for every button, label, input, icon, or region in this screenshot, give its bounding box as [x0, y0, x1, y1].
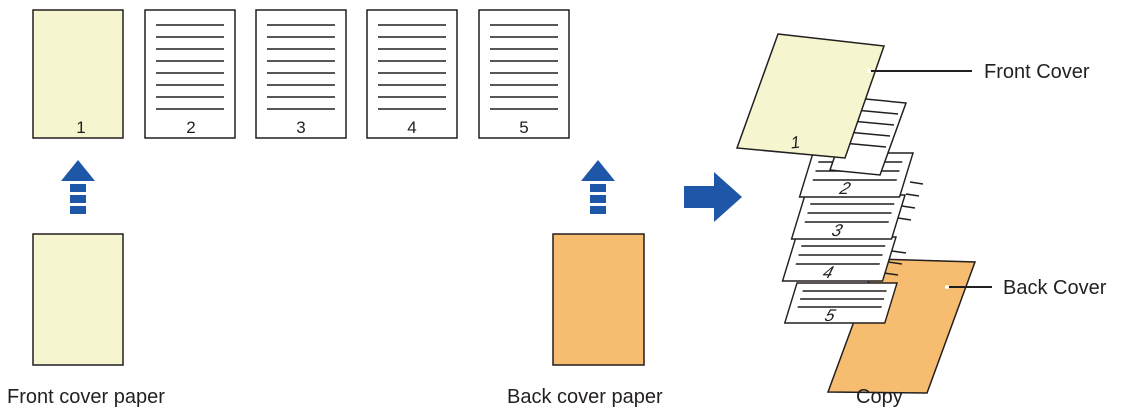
- copy-front-cover: 1: [735, 33, 886, 159]
- back-cover-callout: Back Cover: [945, 277, 1107, 299]
- dashed-up-arrow-icon: [581, 160, 615, 214]
- page-number: 2: [186, 118, 195, 137]
- sheet-number: 1: [790, 133, 801, 153]
- copy-sheet-4: 4: [781, 236, 897, 282]
- copy-sheet-3: 3: [790, 194, 906, 240]
- text-lines: [378, 24, 446, 110]
- original-page-5: 5: [478, 9, 570, 139]
- front-cover-paper: [32, 233, 124, 366]
- sheet-edges: [897, 181, 924, 221]
- back-cover-paper-label: Back cover paper: [507, 386, 663, 408]
- back-cover-label: Back Cover: [1003, 277, 1107, 299]
- sheet-edges: [883, 250, 907, 276]
- right-arrow-icon: [684, 172, 742, 222]
- text-lines: [156, 24, 224, 110]
- page-number: 4: [407, 118, 416, 137]
- original-page-3: 3: [255, 9, 347, 139]
- back-cover-paper: [552, 233, 645, 366]
- dashed-up-arrow-icon: [61, 160, 95, 214]
- page-number: 3: [296, 118, 305, 137]
- front-cover-label: Front Cover: [984, 61, 1090, 83]
- original-page-1: 1: [32, 9, 124, 139]
- copy-sheet-5: 5: [783, 282, 898, 325]
- copy-stack: 5 4 3: [735, 33, 977, 394]
- original-page-2: 2: [144, 9, 236, 139]
- front-cover-paper-label: Front cover paper: [7, 386, 165, 408]
- text-lines: [267, 24, 335, 110]
- copy-label: Copy: [856, 386, 903, 408]
- text-lines: [490, 24, 558, 110]
- page-number: 1: [76, 118, 85, 137]
- page-number: 5: [519, 118, 528, 137]
- front-cover-callout: Front Cover: [867, 61, 1090, 83]
- original-page-4: 4: [366, 9, 458, 139]
